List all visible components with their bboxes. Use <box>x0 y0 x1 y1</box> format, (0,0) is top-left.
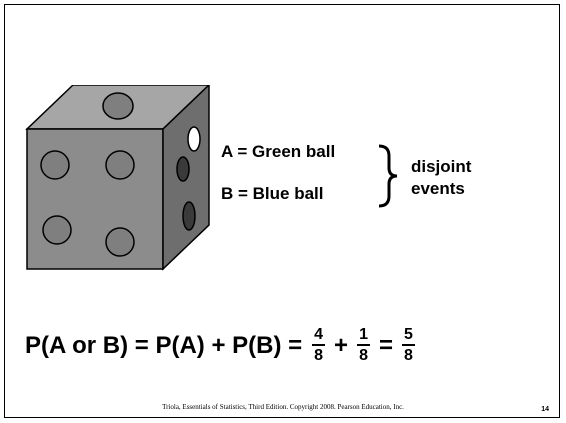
fraction-numerator: 4 <box>312 327 326 346</box>
die-side-pip <box>176 156 190 182</box>
footer-citation: Triola, Essentials of Statistics, Third … <box>162 403 404 411</box>
equals-sign: = <box>378 331 393 359</box>
fraction-numerator: 5 <box>401 327 415 346</box>
die-front-pip <box>42 215 72 245</box>
die-side-pip-white <box>187 126 201 152</box>
probability-formula: P(A or B) = P(A) + P(B) = 4 8 + 1 8 = 5 … <box>25 327 418 364</box>
event-a-label: A = Green ball <box>221 142 336 161</box>
disjoint-note: disjoint events <box>411 156 471 200</box>
die-top-pip <box>102 92 134 120</box>
die-side-pip <box>182 201 196 231</box>
fraction-five-eighths: 5 8 <box>401 327 415 364</box>
die-front-pip <box>40 150 70 180</box>
fraction-denominator: 8 <box>403 347 413 364</box>
fraction-one-eighth: 1 8 <box>357 327 370 364</box>
fraction-denominator: 8 <box>314 347 324 364</box>
formula-lhs: P(A or B) = P(A) + P(B) = <box>25 331 303 359</box>
fraction-denominator: 8 <box>359 347 368 364</box>
disjoint-note-line2: events <box>411 179 465 198</box>
die-front-face <box>26 128 164 270</box>
die-front-pip <box>105 150 135 180</box>
event-b-label: B = Blue ball <box>221 184 324 203</box>
fraction-four-eighths: 4 8 <box>312 327 326 364</box>
die-front-pip <box>105 227 135 257</box>
right-brace <box>378 144 398 208</box>
page-number: 14 <box>541 406 549 413</box>
slide: A = Green ball B = Blue ball disjoint ev… <box>4 4 560 418</box>
fraction-numerator: 1 <box>357 327 370 346</box>
die-illustration <box>25 85 211 271</box>
plus-sign: + <box>334 331 349 359</box>
disjoint-note-line1: disjoint <box>411 157 472 176</box>
